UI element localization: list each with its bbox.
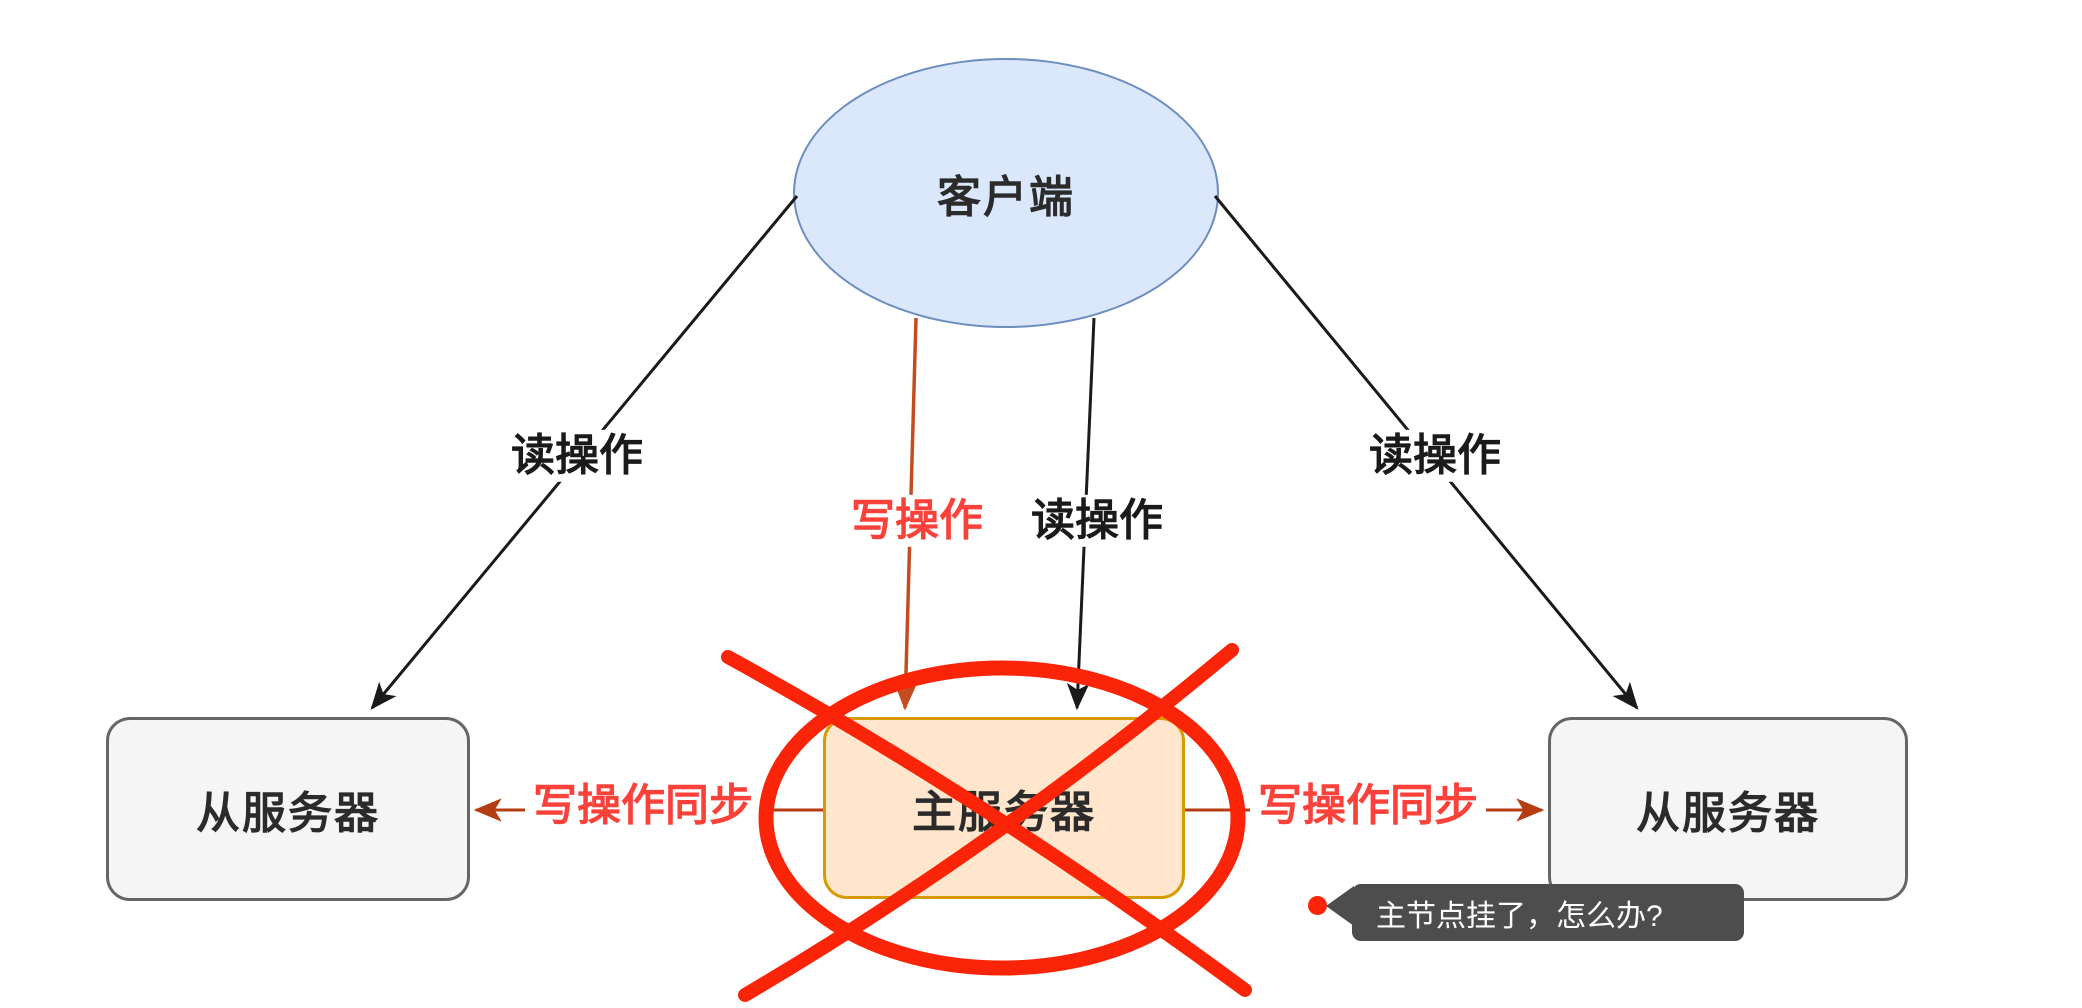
node-client-label: 客户端	[937, 173, 1075, 222]
edge-label-read-center: 读操作	[1023, 494, 1171, 548]
failure-cross-stroke-2	[738, 643, 1239, 1002]
edge-label-read-right: 读操作	[1361, 429, 1509, 483]
callout-dot-icon	[1308, 896, 1327, 915]
failure-circle-icon	[758, 660, 1246, 976]
failure-cross-stroke-1	[721, 650, 1252, 997]
callout-tail-icon	[1326, 886, 1354, 926]
edge-label-sync-left: 写操作同步	[525, 779, 761, 833]
callout-text: 主节点挂了，怎么办?	[1376, 899, 1663, 933]
edge-label-read-left: 读操作	[503, 429, 651, 483]
node-client: 客户端	[793, 58, 1219, 328]
edge-label-write: 写操作	[843, 494, 991, 548]
node-slave-right: 从服务器	[1548, 717, 1908, 901]
node-slave-left-label: 从服务器	[196, 789, 380, 838]
callout-bubble: 主节点挂了，怎么办?	[1352, 884, 1744, 941]
edge-label-sync-right: 写操作同步	[1250, 779, 1486, 833]
node-slave-right-label: 从服务器	[1636, 789, 1820, 838]
node-slave-left: 从服务器	[106, 717, 470, 901]
